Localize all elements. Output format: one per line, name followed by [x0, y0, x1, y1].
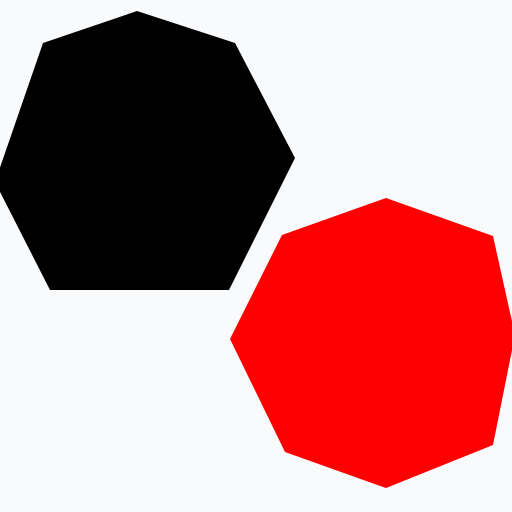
black-heptagon — [0, 11, 295, 290]
red-nonagon — [230, 198, 512, 488]
